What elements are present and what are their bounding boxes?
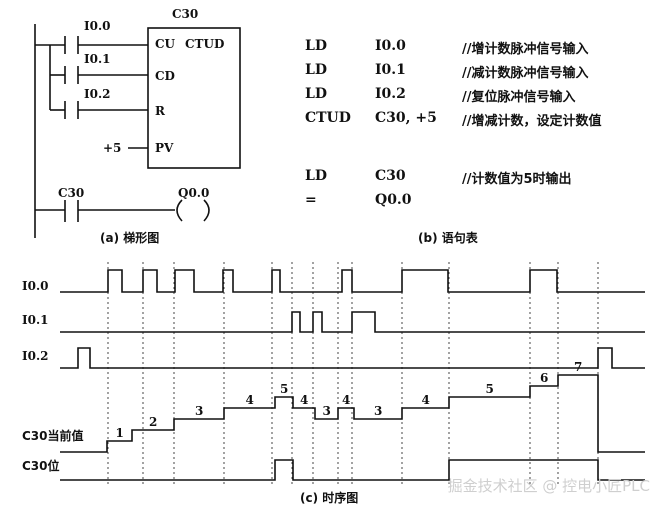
- statement-caption: (b) 语句表: [418, 230, 479, 245]
- count-label: 4: [422, 393, 430, 407]
- count-label: 4: [246, 393, 254, 407]
- count-label: 3: [374, 404, 382, 418]
- ladder-diagram: C30 CU CTUD CD R PV I0.0 I0.1 I0.2 +5 C3…: [34, 7, 241, 245]
- count-label: 3: [195, 404, 203, 418]
- statement-operand: C30: [375, 168, 406, 184]
- statement-comment: //减计数脉冲信号输入: [462, 66, 589, 81]
- contact-i0-2-label: I0.2: [84, 87, 111, 101]
- count-label: 7: [574, 360, 582, 374]
- statement-op: LD: [305, 62, 327, 78]
- signal-label-i0-1: I0.1: [22, 313, 49, 327]
- pv-value-label: +5: [103, 141, 121, 155]
- statement-op: LD: [305, 38, 327, 54]
- statement-comment: //复位脉冲信号输入: [462, 90, 576, 105]
- count-label: 4: [300, 393, 308, 407]
- contact-c30: [64, 200, 79, 222]
- contact-i0-0: [64, 36, 79, 54]
- statement-op: =: [305, 192, 317, 208]
- count-label: 2: [149, 415, 157, 429]
- count-label: 6: [540, 371, 548, 385]
- count-label: 1: [116, 426, 124, 440]
- watermark: 掘金技术社区 @ 控电小匠PLC: [447, 477, 650, 495]
- statement-comment: //计数值为5时输出: [462, 172, 572, 187]
- statement-op: LD: [305, 168, 327, 184]
- statement-operand: I0.1: [375, 62, 406, 78]
- waveform-c30-bit: [60, 459, 645, 481]
- signal-label-i0-0: I0.0: [22, 279, 49, 293]
- output-coil-label: Q0.0: [178, 186, 209, 200]
- contact-i0-1-label: I0.1: [84, 52, 111, 66]
- contact-i0-0-label: I0.0: [84, 19, 111, 33]
- waveform-i0-0: [60, 269, 645, 293]
- statement-operand: C30, +5: [375, 110, 437, 126]
- statement-comment: //增减计数，设定计数值: [462, 114, 602, 129]
- count-label: 3: [323, 404, 331, 418]
- statement-operand: I0.0: [375, 38, 406, 54]
- block-type-label: CTUD: [185, 37, 224, 51]
- count-label: 5: [280, 382, 288, 396]
- statement-comment: //增计数脉冲信号输入: [462, 42, 589, 57]
- ladder-caption: (a) 梯形图: [100, 230, 159, 245]
- statement-operand: Q0.0: [375, 192, 412, 208]
- counter-block: [147, 27, 241, 169]
- count-label: 4: [342, 393, 350, 407]
- pin-r-label: R: [155, 104, 166, 118]
- statement-op: CTUD: [305, 110, 351, 126]
- coil-right: [203, 199, 210, 222]
- signal-label-c30-count: C30当前值: [22, 428, 84, 443]
- statement-op: LD: [305, 86, 327, 102]
- waveform-i0-2: [60, 347, 645, 369]
- block-name-label: C30: [172, 7, 198, 21]
- timing-caption: (c) 时序图: [300, 490, 358, 505]
- contact-i0-2: [64, 101, 79, 119]
- contact-i0-1: [64, 66, 79, 84]
- signal-label-i0-2: I0.2: [22, 349, 49, 363]
- waveform-i0-1: [60, 311, 645, 333]
- pin-cd-label: CD: [155, 69, 175, 83]
- count-label: 5: [486, 382, 494, 396]
- coil-left: [176, 199, 183, 222]
- pin-pv-label: PV: [155, 141, 174, 155]
- waveform-c30-count: [60, 374, 645, 453]
- pin-cu-label: CU: [155, 37, 176, 51]
- signal-label-c30-bit: C30位: [22, 458, 60, 473]
- output-contact-label: C30: [58, 186, 84, 200]
- statement-operand: I0.2: [375, 86, 406, 102]
- time-markers: [107, 262, 599, 486]
